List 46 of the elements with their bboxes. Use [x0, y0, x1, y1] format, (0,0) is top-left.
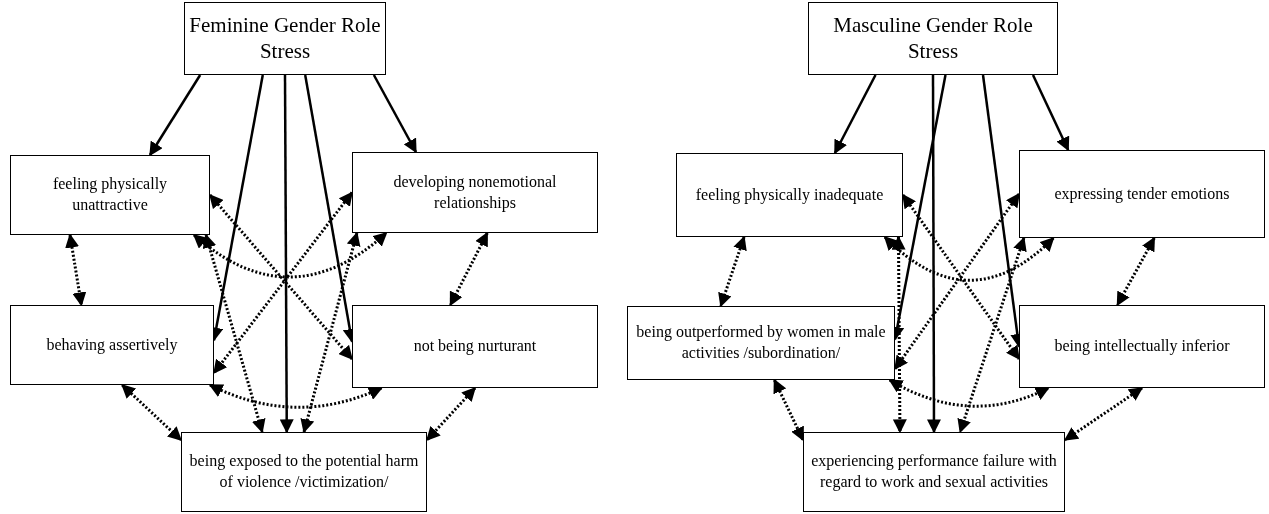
double-arrow [202, 233, 266, 434]
double-arrow [65, 233, 87, 307]
double-arrow [883, 235, 1055, 282]
double-arrow [891, 235, 907, 434]
concept-box [181, 432, 427, 512]
box-label: feeling physically unattractive [51, 174, 169, 215]
arrow [372, 74, 418, 154]
arrow [279, 75, 294, 434]
arrow [148, 74, 202, 157]
arrow [926, 75, 941, 434]
box-label: behaving assertively [46, 334, 178, 356]
box-title: Feminine Gender Role Stress [189, 13, 381, 64]
box-label: being exposed to the potential harm of violence /victimization/ [188, 451, 420, 492]
box-label: developing nonemotional relationships [392, 171, 558, 214]
arrow [1031, 74, 1070, 152]
double-arrow [1063, 386, 1144, 442]
box-title: Masculine Gender Role Stress [832, 13, 1034, 64]
double-arrow [957, 236, 1027, 434]
concept-box [352, 305, 598, 388]
double-arrow [425, 386, 477, 442]
double-arrow [208, 383, 383, 409]
box-label: experiencing performance failure with regard to work and sexual activities [810, 451, 1058, 493]
concept-box [10, 155, 210, 235]
box-label: being intellectually inferior [1054, 336, 1230, 357]
concept-box [676, 153, 903, 237]
concept-box [184, 2, 386, 75]
double-arrow [449, 231, 489, 307]
double-arrow [192, 231, 388, 279]
arrow [833, 74, 877, 155]
double-arrow [300, 231, 361, 434]
concept-box [352, 152, 598, 233]
concept-box [627, 306, 895, 380]
box-label: being outperformed by women in male activities /subordination/ [635, 322, 887, 363]
double-arrow [121, 383, 183, 442]
double-arrow [773, 378, 805, 442]
concept-box [803, 432, 1065, 512]
double-arrow [888, 378, 1050, 408]
box-label: expressing tender emotions [1054, 183, 1230, 205]
concept-box [1019, 305, 1265, 388]
box-label: feeling physically inadequate [695, 184, 884, 206]
concept-box [10, 305, 214, 385]
double-arrow [718, 235, 747, 308]
concept-box [808, 2, 1058, 75]
double-arrow [1116, 236, 1156, 307]
box-label: not being nurturant [413, 336, 537, 357]
concept-box [1019, 150, 1265, 238]
